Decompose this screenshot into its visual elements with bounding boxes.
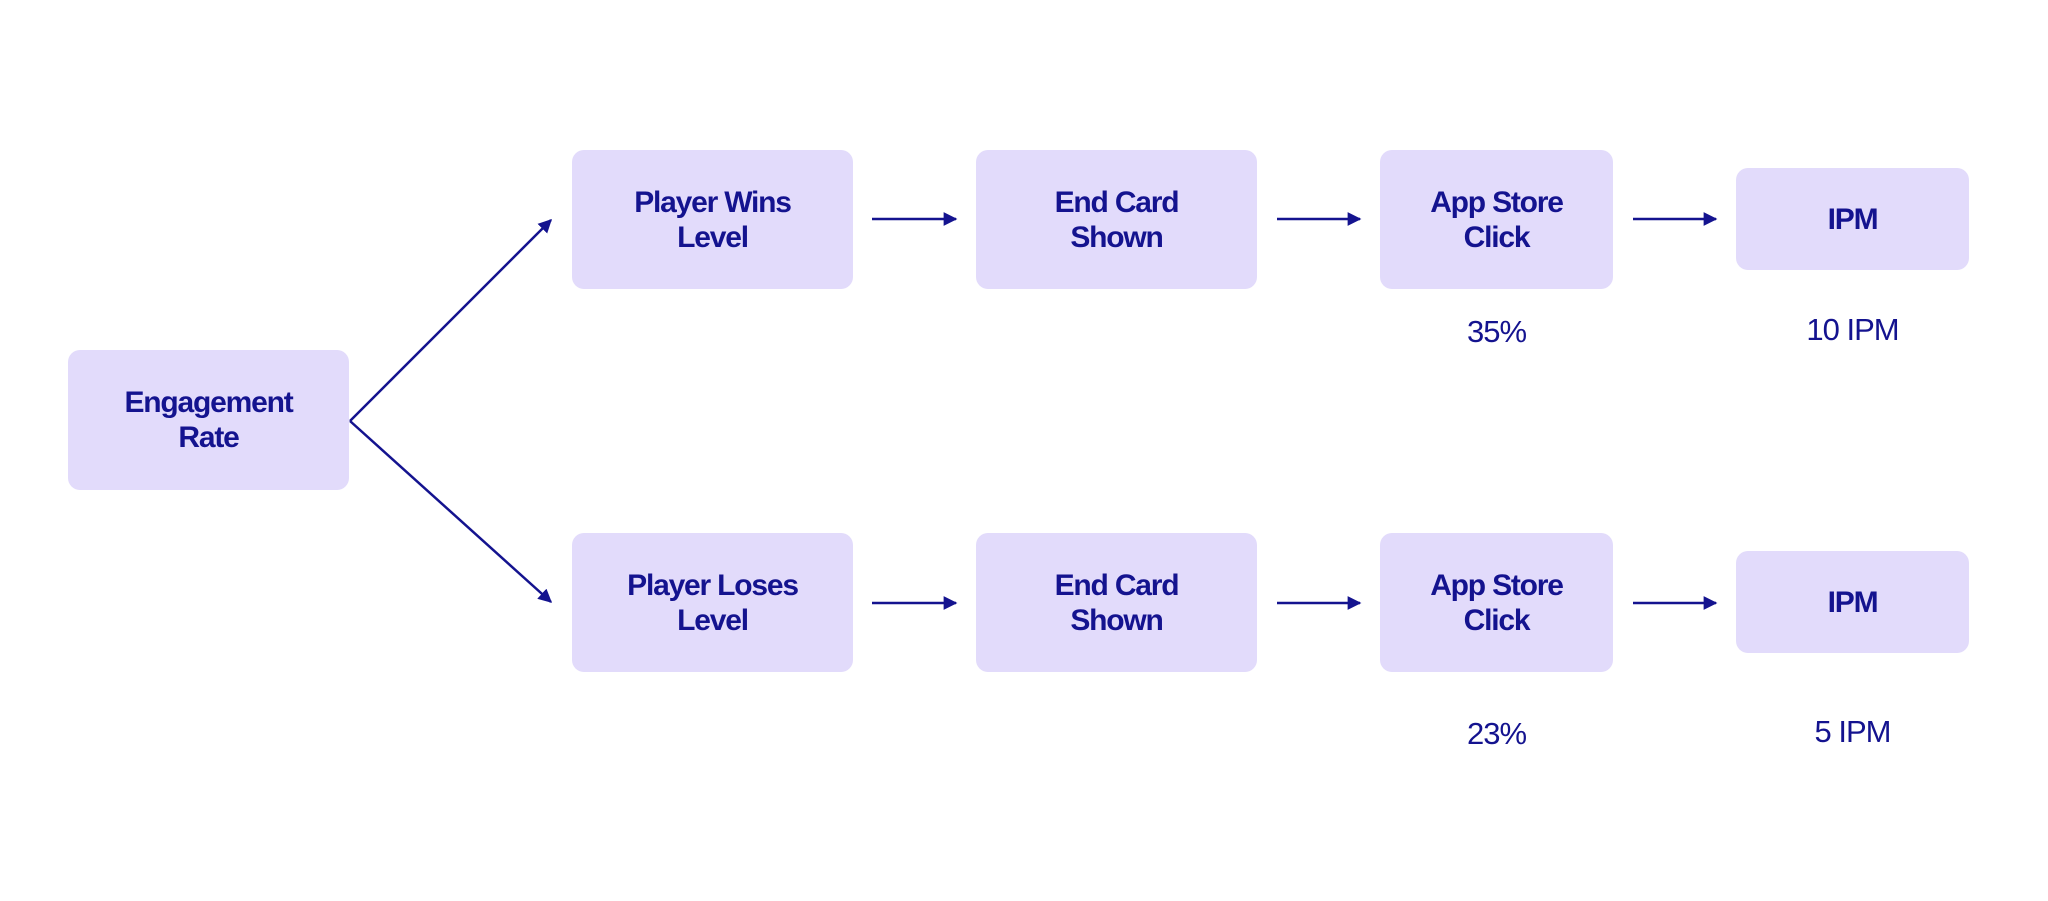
engagement-rate-label: Engagement Rate <box>124 386 293 454</box>
win-end-card-shown-label: End Card Shown <box>1054 185 1180 254</box>
win-ipm-value: 10 IPM <box>1806 312 1899 347</box>
lose-app-store-click-label: App Store Click <box>1430 568 1564 637</box>
lose-end-card-shown-node: End Card Shown <box>976 533 1257 672</box>
win-end-card-shown-node: End Card Shown <box>976 150 1257 289</box>
lose-ipm-node: IPM <box>1736 551 1969 653</box>
player-wins-level-node: Player Wins Level <box>572 150 853 289</box>
branch-arrow-win <box>349 219 552 422</box>
engagement-rate-node: Engagement Rate <box>68 350 349 490</box>
win-app-store-click-label: App Store Click <box>1430 185 1564 254</box>
win-click-rate-value: 35% <box>1466 314 1527 349</box>
lose-ipm-value: 5 IPM <box>1814 714 1892 749</box>
lose-end-card-shown-label: End Card Shown <box>1054 568 1180 637</box>
lose-app-store-click-node: App Store Click <box>1380 533 1613 672</box>
branch-arrow-lose <box>349 420 553 603</box>
player-loses-level-node: Player Loses Level <box>572 533 853 672</box>
player-wins-level-label: Player Wins Level <box>634 185 792 254</box>
win-app-store-click-node: App Store Click <box>1380 150 1613 289</box>
lose-click-rate-value: 23% <box>1466 716 1527 751</box>
win-ipm-node: IPM <box>1736 168 1969 270</box>
win-ipm-label: IPM <box>1827 202 1879 236</box>
player-loses-level-label: Player Loses Level <box>627 568 799 637</box>
lose-ipm-label: IPM <box>1827 585 1879 619</box>
